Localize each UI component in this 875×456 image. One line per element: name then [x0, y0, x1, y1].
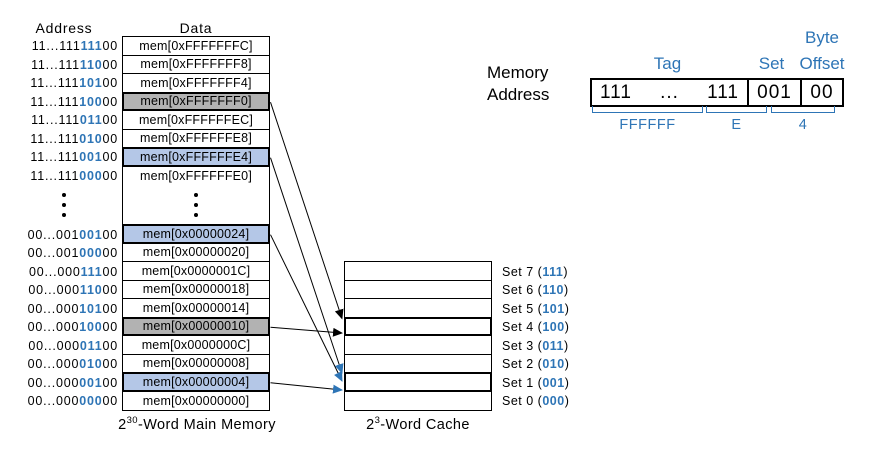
hex-group-label-middle: E: [731, 117, 742, 133]
cache-set-row: [345, 299, 491, 318]
cache-set-row: [345, 262, 491, 281]
memory-row: mem[0x0000000C]: [123, 336, 269, 355]
set-field-value: 001: [747, 80, 800, 105]
memory-row: mem[0xFFFFFFEC]: [123, 111, 269, 130]
memory-address-field-box: 111 ... 111 001 00: [590, 78, 844, 107]
mapping-arrow-mem[0x00000004]-to-Set 1: [270, 382, 343, 394]
memory-row: mem[0x00000018]: [123, 280, 269, 299]
memory-row: mem[0x0000001C]: [123, 262, 269, 281]
cache-set-row: [345, 317, 491, 336]
memory-row: mem[0x00000000]: [123, 391, 269, 410]
cache-set-label: Set 5 (101): [502, 301, 570, 316]
hex-group-brace-low: [771, 106, 835, 113]
memory-row: mem[0xFFFFFFF4]: [123, 74, 269, 93]
tag-field-label: Tag: [653, 54, 682, 73]
memory-row: mem[0xFFFFFFE0]: [123, 166, 269, 185]
cache-set-label: Set 1 (001): [502, 375, 570, 390]
memory-row: mem[0x00000020]: [123, 243, 269, 262]
hex-group-label-tag: FFFFFF: [619, 117, 676, 133]
ellipsis-dot: [194, 192, 198, 197]
set-field-label: Set: [758, 54, 785, 73]
address-column-header: Address: [35, 20, 93, 36]
memory-row: mem[0x00000014]: [123, 299, 269, 318]
cache-set-row: [345, 354, 491, 373]
data-column-header: Data: [179, 20, 213, 36]
memory-row: mem[0xFFFFFFFC]: [123, 37, 269, 56]
ellipsis-dot: [62, 193, 66, 197]
mapping-arrow-mem[0xFFFFFFF0]-to-Set 4: [270, 102, 344, 320]
main-memory-upper-block: mem[0xFFFFFFFC]mem[0xFFFFFFF8]mem[0xFFFF…: [123, 37, 269, 185]
memory-row: mem[0xFFFFFFE4]: [123, 148, 269, 167]
ellipsis-dot: [62, 203, 66, 207]
cache-set-row: [345, 336, 491, 355]
cache-table: [344, 261, 492, 411]
main-memory-caption: 230-Word Main Memory: [118, 415, 276, 433]
memory-row: mem[0x00000010]: [123, 317, 269, 336]
hex-group-label-low: 4: [798, 117, 808, 133]
hex-group-brace-middle: [706, 106, 767, 113]
mapping-arrow-mem[0x00000024]-to-Set 1: [270, 234, 343, 382]
memory-address-label-line1: Memory: [487, 63, 549, 82]
memory-row: mem[0xFFFFFFF0]: [123, 92, 269, 111]
mapping-arrow-mem[0x00000010]-to-Set 4: [270, 326, 343, 337]
hex-group-brace-tag: [592, 106, 703, 113]
memory-row: mem[0xFFFFFFE8]: [123, 129, 269, 148]
memory-row: mem[0xFFFFFFF8]: [123, 55, 269, 74]
memory-row: mem[0x00000004]: [123, 373, 269, 392]
cache-set-label: Set 3 (011): [502, 338, 569, 353]
tag-field-value: 111 ... 111: [600, 81, 739, 103]
cache-set-label: Set 7 (111): [502, 264, 568, 279]
cache-caption: 23-Word Cache: [366, 415, 470, 433]
memory-row: mem[0x00000024]: [123, 225, 269, 244]
memory-ellipsis: [123, 185, 269, 225]
memory-address-label-line2: Address: [487, 85, 550, 104]
cache-set-row: [345, 280, 491, 299]
cache-set-label: Set 2 (010): [502, 357, 570, 372]
ellipsis-dot: [194, 202, 198, 207]
ellipsis-dot: [62, 213, 66, 217]
cache-set-row: [345, 373, 491, 392]
cache-set-labels: Set 7 (111) Set 6 (110) Set 5 (101) Set 4 (…: [502, 263, 569, 411]
address-ellipsis: [54, 193, 74, 217]
byte-offset-label-byte: Byte: [804, 28, 840, 47]
memory-row: mem[0x00000008]: [123, 354, 269, 373]
memory-address-label: Memory Address: [487, 62, 549, 106]
cache-set-row: [345, 391, 491, 410]
byte-offset-field-value: 00: [800, 80, 842, 105]
main-memory-table: mem[0xFFFFFFFC]mem[0xFFFFFFF8]mem[0xFFFF…: [122, 36, 270, 411]
main-memory-lower-block: mem[0x00000024]mem[0x00000020]mem[0x0000…: [123, 225, 269, 410]
cache-set-label: Set 4 (100): [502, 320, 570, 335]
ellipsis-dot: [194, 212, 198, 217]
mapping-arrow-mem[0xFFFFFFE4]-to-Set 1: [270, 157, 344, 374]
byte-offset-label-offset: Offset: [799, 54, 845, 73]
cache-set-label: Set 6 (110): [502, 283, 569, 298]
cache-set-label: Set 0 (000): [502, 394, 570, 409]
